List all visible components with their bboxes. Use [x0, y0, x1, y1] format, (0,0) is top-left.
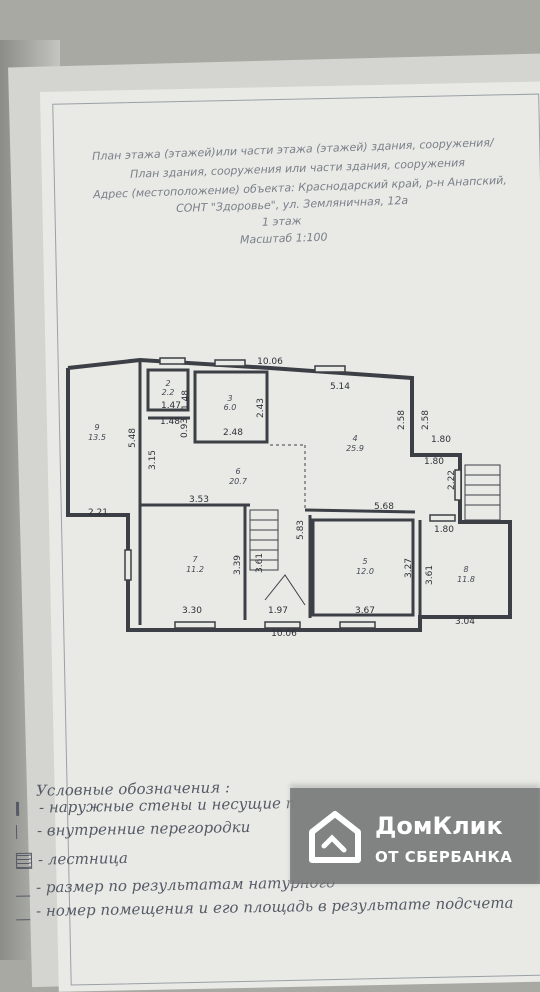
legend-item-stairs: - лестница: [15, 849, 128, 869]
room-5-walls: [311, 518, 415, 617]
dim-243: 2.43: [256, 398, 266, 418]
dim-248: 2.48: [223, 428, 243, 438]
room-9-area: 13.5: [88, 433, 106, 442]
floor-plan: 2 2.2 3 6.0 4 25.9 9 13.5 6 20.7 7 11.2 …: [66, 357, 512, 639]
stairs-symbol-icon: [15, 852, 33, 869]
room-6-area: 20.7: [229, 477, 248, 486]
room-8-number: 8: [463, 565, 468, 574]
domclick-logo-icon: [309, 811, 361, 863]
dim-339: 3.39: [233, 555, 243, 575]
room-4-area: 25.9: [346, 444, 364, 453]
room-9-number: 9: [94, 423, 99, 432]
dim-548: 5.48: [128, 428, 138, 448]
stairs-main: [249, 509, 306, 606]
legend-item-inner-walls: - внутренние перегородки: [15, 817, 251, 840]
dim-361a: 3.61: [255, 553, 265, 573]
dim-222: 2.22: [447, 470, 457, 490]
dim-180a: 1.80: [431, 435, 451, 445]
windows: [124, 357, 462, 629]
legend-item-5-label: - номер помещения и его площадь в резуль…: [35, 893, 514, 920]
dim-148a: 1.48: [181, 390, 191, 410]
dim-583: 5.83: [296, 520, 306, 540]
inner-wall: [304, 508, 416, 514]
outer-wall: [66, 357, 512, 632]
room-2-walls: [146, 368, 190, 412]
room-number-symbol-icon: [15, 904, 31, 920]
dim-327: 3.27: [404, 558, 414, 578]
room-6-number: 6: [235, 467, 240, 476]
room-3-number: 3: [227, 394, 232, 403]
room-2-area: 2.2: [162, 388, 175, 397]
legend-item-room-number: - номер помещения и его площадь в резуль…: [15, 893, 514, 921]
stairs-porch: [464, 464, 501, 521]
dim-148b: 1.48: [160, 417, 180, 427]
legend-item-dimension: - размер по результатам натурного: [15, 873, 335, 897]
inner-wall-symbol-icon: [15, 824, 32, 840]
room-5-number: 5: [362, 557, 367, 566]
room-5-area: 12.0: [356, 567, 374, 576]
room-3-walls: [193, 370, 269, 444]
dim-315: 3.15: [148, 450, 158, 470]
dim-top: 10.06: [257, 357, 283, 367]
dim-221: 2.21: [88, 508, 108, 518]
dim-330: 3.30: [182, 606, 202, 616]
dim-568: 5.68: [374, 502, 394, 512]
dim-361b: 3.61: [425, 565, 435, 585]
dim-147: 1.47: [161, 401, 181, 411]
room-4-number: 4: [352, 434, 357, 443]
dim-258b: 2.58: [421, 410, 431, 430]
dim-258a: 2.58: [397, 410, 407, 430]
watermark-title: ДомКлик: [375, 812, 503, 840]
room-8-area: 11.8: [457, 575, 475, 584]
dim-514: 5.14: [330, 382, 350, 392]
dim-bottom: 10.06: [271, 629, 297, 639]
room-7-area: 11.2: [186, 565, 204, 574]
dim-197: 1.97: [268, 606, 288, 616]
legend-item-3-label: - лестница: [37, 849, 128, 869]
dim-180c: 1.80: [434, 525, 454, 535]
outer-wall-symbol-icon: [15, 801, 34, 816]
dimension-symbol-icon: [15, 881, 31, 897]
watermark-subtitle: ОТ СБЕРБАНКА: [375, 848, 513, 866]
dim-367: 3.67: [355, 606, 375, 616]
dim-353: 3.53: [189, 495, 209, 505]
legend-item-2-label: - внутренние перегородки: [36, 817, 251, 840]
room-2-number: 2: [165, 379, 170, 388]
dim-180b: 1.80: [424, 457, 444, 467]
room-3-area: 6.0: [224, 403, 237, 412]
room-7-number: 7: [192, 555, 198, 564]
dim-093: 0.93: [180, 418, 190, 438]
dim-304: 3.04: [455, 617, 475, 627]
